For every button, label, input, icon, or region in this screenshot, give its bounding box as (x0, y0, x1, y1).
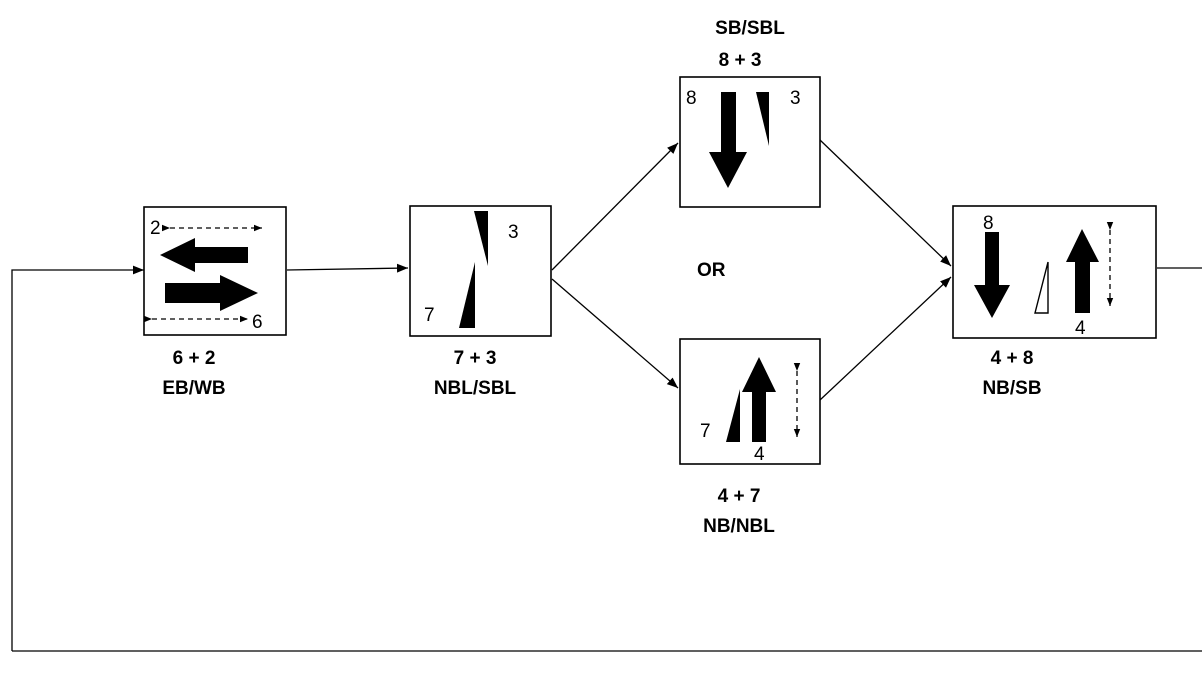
northbound-left-turn-arrow (726, 389, 740, 442)
phase-box-nb-sb: 8 4 (952, 205, 1157, 339)
phase-box-eb-wb: 2 6 (143, 206, 287, 336)
eastbound-through-arrow (165, 275, 258, 311)
phase-box-sb-sbl: 8 3 (679, 76, 821, 208)
connectors (11, 139, 1202, 652)
movement-number: 7 (700, 421, 711, 442)
northbound-through-arrow (1066, 229, 1099, 313)
loop-back-line (11, 268, 1202, 651)
southbound-through-arrow (709, 92, 747, 188)
movement-number: 3 (790, 88, 801, 109)
or-separator: OR (697, 260, 726, 281)
flow-arrow-upper-to-final (819, 139, 952, 267)
flow-arrow-lower-to-final (819, 276, 952, 401)
movement-number: 8 (686, 88, 697, 109)
westbound-through-arrow (160, 238, 248, 272)
phase-box-nb-nbl: 7 4 (679, 338, 821, 465)
movement-number: 6 (252, 312, 263, 333)
flow-arrow-2-to-lower (551, 278, 679, 389)
phase-code: 8 + 3 (719, 50, 762, 71)
phase-box-nbl-sbl: 3 7 (409, 205, 552, 337)
phase-name: NB/NBL (703, 516, 775, 537)
phase-code: 6 + 2 (173, 348, 216, 369)
movement-number: 4 (1075, 318, 1086, 339)
movement-number: 4 (754, 444, 765, 465)
southbound-left-turn-arrow (474, 211, 488, 266)
northbound-left-turn-arrow (459, 262, 475, 328)
phase-code: 4 + 7 (718, 486, 761, 507)
phase-name: NB/SB (982, 378, 1041, 399)
flow-arrow-1-to-2 (286, 263, 409, 273)
phase-name: NBL/SBL (434, 378, 517, 399)
phase-code: 4 + 8 (991, 348, 1034, 369)
phase-name: SB/SBL (715, 18, 785, 39)
southbound-through-arrow (974, 232, 1010, 318)
movement-number: 8 (983, 213, 994, 234)
northbound-permissive-left-turn-arrow (1034, 261, 1049, 314)
southbound-left-turn-arrow (756, 92, 769, 146)
phase-name: EB/WB (162, 378, 225, 399)
movement-number: 2 (150, 218, 161, 239)
flow-arrow-2-to-upper (551, 142, 679, 271)
movement-number: 7 (424, 305, 435, 326)
phase-code: 7 + 3 (454, 348, 497, 369)
movement-number: 3 (508, 222, 519, 243)
northbound-through-arrow (742, 357, 776, 442)
